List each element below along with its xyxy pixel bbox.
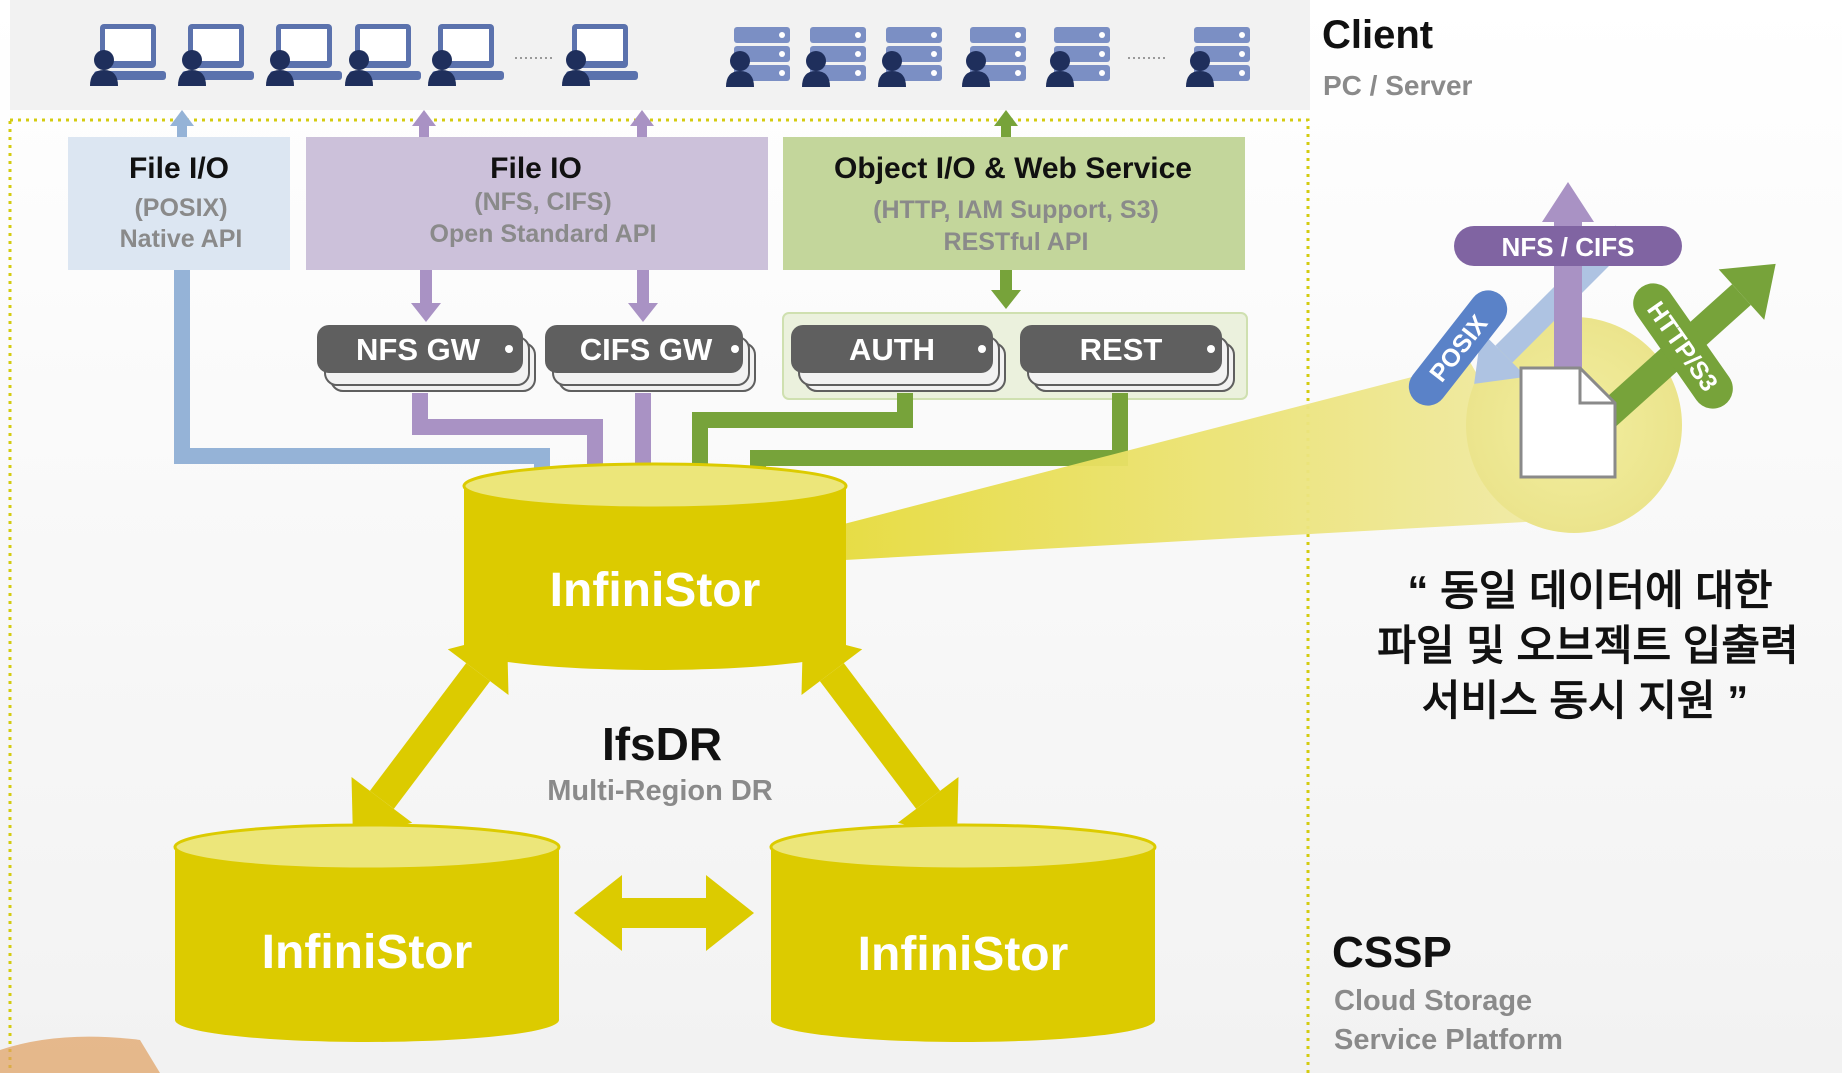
file-io-line2: Open Standard API — [430, 220, 657, 248]
right-storage-label: InfiniStor — [858, 928, 1069, 981]
dr-arrow-right — [819, 663, 941, 809]
status-dot — [978, 345, 986, 353]
left-storage: InfiniStor — [173, 823, 561, 1042]
main-storage: InfiniStor — [462, 462, 848, 670]
file-posix-title: File I/O — [129, 152, 229, 185]
object-io-title: Object I/O & Web Service — [834, 152, 1192, 185]
dr-title: IfsDR — [602, 718, 722, 770]
server-icons — [726, 27, 1250, 87]
cifs-gw-group: CIFS GW — [545, 325, 756, 392]
http-s3-pill — [1633, 283, 1733, 409]
client-title: Client — [1322, 13, 1433, 57]
pc-icon — [345, 24, 421, 86]
cylinder-top — [462, 462, 848, 510]
rest-group: REST — [1020, 325, 1235, 392]
left-storage-label: InfiniStor — [262, 926, 473, 979]
decorative-swoosh — [0, 1036, 160, 1073]
auth-group: AUTH — [791, 325, 1006, 392]
dr-arrow-left — [369, 663, 491, 809]
file-posix-box — [68, 137, 290, 270]
quote-line1: “ 동일 데이터에 대한 — [1407, 567, 1772, 614]
main-storage-label: InfiniStor — [550, 564, 761, 617]
server-icon — [1046, 27, 1110, 87]
pc-icon — [178, 24, 254, 86]
pc-icon — [562, 24, 638, 86]
cssp-line1: Cloud Storage — [1334, 985, 1532, 1017]
nfs-cifs-label: NFS / CIFS — [1502, 232, 1635, 262]
pc-icon — [266, 24, 342, 86]
quote-line2: 파일 및 오브젝트 입출력 — [1377, 622, 1798, 669]
file-io-title: File IO — [490, 152, 582, 185]
file-io-box — [306, 137, 768, 270]
cssp-boundary — [8, 118, 1310, 1078]
rest-label: REST — [1080, 332, 1163, 367]
client-subtitle: PC / Server — [1323, 70, 1473, 101]
file-io-line1: (NFS, CIFS) — [474, 188, 612, 216]
nfs-gw-label: NFS GW — [356, 332, 481, 367]
file-posix-line1: (POSIX) — [134, 194, 227, 222]
nfs-gw-button — [317, 325, 523, 373]
object-io-line2: RESTful API — [944, 228, 1089, 256]
nfs-gw-group: NFS GW — [317, 325, 536, 392]
status-dot — [1207, 345, 1215, 353]
object-io-box — [783, 137, 1245, 270]
quote-line3: 서비스 동시 지원 ” — [1422, 677, 1749, 724]
server-icon — [878, 27, 942, 87]
protocol-arrows: POSIX HTTP/S3 NFS / CIFS — [1408, 182, 1776, 433]
gateway-down-arrows — [411, 270, 1021, 322]
callout-beam — [840, 362, 1560, 560]
client-up-arrows — [170, 110, 1018, 137]
dr-arrow-bottom — [622, 898, 706, 928]
rest-button — [1020, 325, 1222, 373]
cssp-line2: Service Platform — [1334, 1024, 1563, 1056]
auth-label: AUTH — [849, 332, 935, 367]
object-io-line1: (HTTP, IAM Support, S3) — [873, 196, 1159, 224]
document-icon — [1519, 366, 1617, 479]
cifs-gw-label: CIFS GW — [580, 332, 713, 367]
cylinder-top — [769, 823, 1157, 871]
server-icon — [802, 27, 866, 87]
status-dot — [505, 345, 513, 353]
pc-icons — [90, 24, 638, 86]
auth-button — [791, 325, 993, 373]
cifs-gw-button — [545, 325, 743, 373]
pc-icon — [90, 24, 166, 86]
right-storage: InfiniStor — [769, 823, 1157, 1042]
cylinder-top — [173, 823, 561, 871]
dr-subtitle: Multi-Region DR — [547, 775, 773, 807]
cssp-title: CSSP — [1332, 928, 1452, 977]
status-dot — [731, 345, 739, 353]
server-icon — [1186, 27, 1250, 87]
posix-pill — [1408, 290, 1508, 406]
server-icon — [962, 27, 1026, 87]
dr-arrows — [351, 633, 959, 951]
server-icon — [726, 27, 790, 87]
pc-icon — [428, 24, 504, 86]
file-posix-line2: Native API — [120, 225, 243, 253]
nfs-cifs-pill — [1454, 226, 1682, 266]
